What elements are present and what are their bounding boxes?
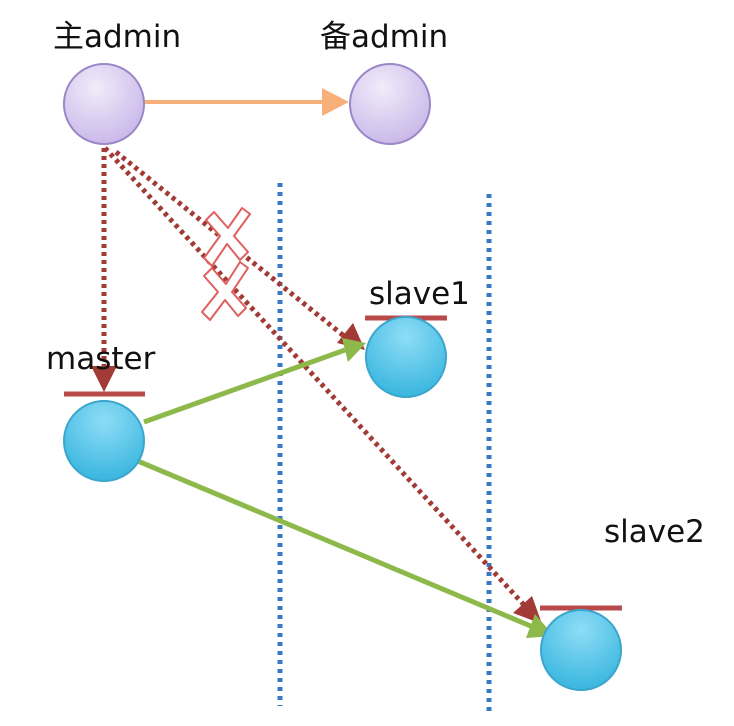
slave1-node xyxy=(365,316,447,398)
control-arrow-to-master xyxy=(91,148,117,392)
cross-mark-icon-lower xyxy=(201,261,249,321)
slave1-label: slave1 xyxy=(369,276,470,312)
failover-arrow xyxy=(144,88,349,116)
backup-admin-label: 备admin xyxy=(320,19,448,55)
primary-admin-label: 主admin xyxy=(53,19,181,55)
slave2-label: slave2 xyxy=(604,514,705,550)
replication-arrow-to-slave1 xyxy=(143,338,366,425)
cross-mark-icon-upper xyxy=(203,207,251,267)
primary-admin-node xyxy=(63,63,145,145)
slave2-node xyxy=(540,609,622,691)
master-label: master xyxy=(46,341,156,377)
master-node xyxy=(63,400,145,482)
backup-admin-node xyxy=(349,63,431,145)
control-arrow-to-slave2 xyxy=(103,146,542,624)
